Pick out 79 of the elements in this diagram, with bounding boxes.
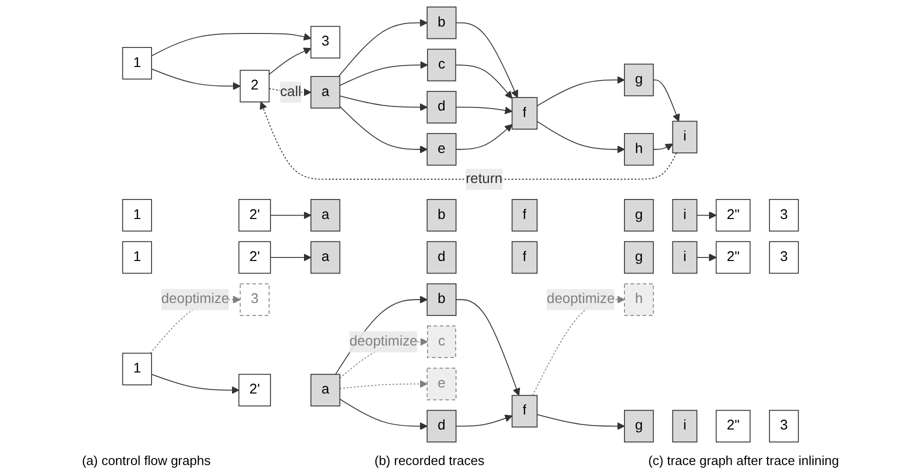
node-box: [427, 48, 456, 82]
arrow: [455, 64, 512, 99]
node-box: [672, 410, 698, 442]
arrow: [151, 68, 241, 90]
node-box: [122, 199, 152, 232]
arrow: [151, 374, 240, 394]
node-box: [426, 410, 456, 442]
node-box: [624, 199, 654, 232]
node-box: [624, 283, 654, 316]
arrow: [536, 414, 625, 430]
node-box: [122, 352, 152, 386]
arrow: [339, 61, 428, 86]
arrow: [260, 102, 678, 180]
edge-label: deoptimize: [161, 292, 230, 307]
arrow: [456, 124, 512, 150]
node-box: [238, 241, 271, 274]
node-box: [672, 120, 698, 154]
node-box: [240, 283, 270, 316]
edge-label: deoptimize: [546, 292, 615, 307]
node-box: [426, 133, 456, 166]
node-box: [624, 64, 654, 96]
edge-label: deoptimize: [349, 334, 418, 349]
node-box: [512, 241, 538, 274]
node-box: [426, 90, 456, 124]
node-box: [769, 410, 799, 442]
node-box: [624, 410, 654, 442]
arrow: [696, 211, 717, 220]
arrow: [339, 380, 428, 390]
node-box: [426, 199, 456, 232]
arrow: [339, 96, 428, 112]
node-box: [310, 26, 340, 58]
caption: (b) recorded traces: [374, 453, 484, 468]
arrow: [270, 211, 312, 220]
arrow: [456, 414, 512, 427]
edge-label: return: [466, 171, 502, 186]
arrow: [456, 106, 512, 114]
node-box: [426, 6, 456, 40]
node-box: [672, 241, 698, 274]
node-box: [426, 283, 456, 316]
arrow: [652, 80, 680, 122]
node-box: [624, 241, 654, 274]
node-box: [672, 199, 698, 232]
arrow: [339, 398, 428, 430]
node-box: [238, 199, 271, 232]
node-box: [426, 368, 456, 400]
node-box: [624, 133, 654, 166]
node-box: [427, 326, 456, 358]
node-box: [716, 199, 751, 232]
node-box: [512, 394, 538, 428]
node-box: [310, 76, 340, 109]
node-box: [716, 410, 751, 442]
node-box: [122, 47, 152, 80]
arrow: [338, 18, 428, 77]
arrow: [456, 299, 520, 396]
node-box: [769, 199, 799, 232]
caption: (c) trace graph after trace inlining: [648, 453, 840, 468]
arrow: [652, 144, 673, 151]
node-box: [769, 241, 799, 274]
arrow: [270, 254, 312, 262]
node-box: [310, 374, 340, 406]
node-box: [310, 241, 340, 274]
arrow: [268, 48, 312, 75]
arrow: [696, 254, 717, 262]
arrow: [151, 32, 312, 56]
arrow: [536, 76, 625, 106]
arrow: [456, 22, 518, 98]
node-box: [426, 241, 456, 274]
caption: (a) control flow graphs: [82, 453, 211, 468]
node-box: [512, 199, 538, 232]
node-box: [512, 97, 538, 130]
arrow: [339, 106, 428, 154]
diagram-drawing: call return deoptimize deoptimize deoptimize 1 2 3 a b c d e f g h i 1 2' a b f g i 2" 3 1 2' a d f g i 2" 3 1 2' a b d f g i 2" 3 3 c e h: [68, 0, 853, 449]
node-box: [716, 241, 751, 274]
node-box: [240, 70, 270, 102]
node-box: [310, 199, 340, 232]
edge-label: call: [280, 84, 302, 100]
arrow: [536, 120, 625, 154]
node-box: [122, 241, 152, 274]
node-box: [238, 374, 271, 406]
